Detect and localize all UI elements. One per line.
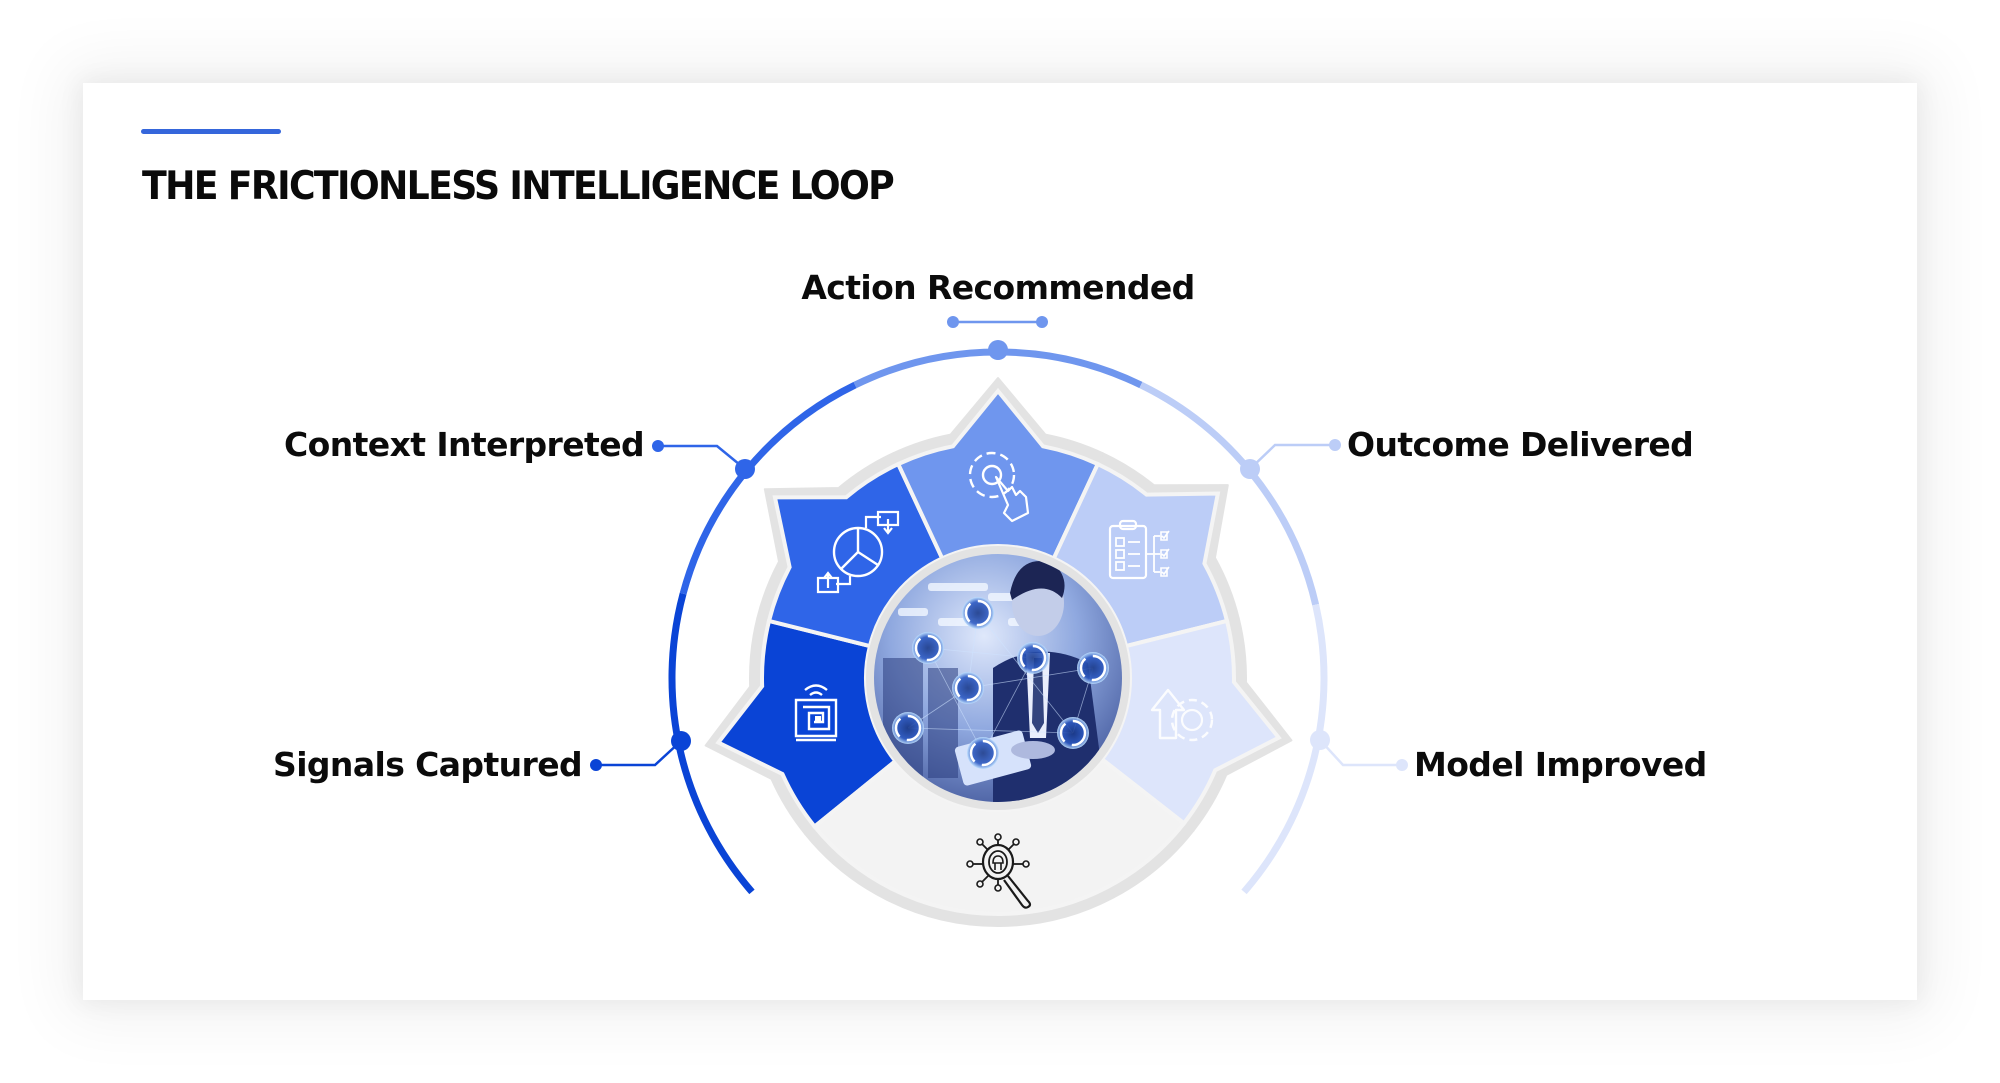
callout-action	[947, 316, 1048, 360]
callout-context	[652, 440, 755, 479]
callout-end-dot	[1329, 439, 1341, 451]
stage-callouts	[590, 316, 1408, 771]
label-action-recommended: Action Recommended	[801, 268, 1195, 307]
arc-node	[1240, 459, 1260, 479]
title-accent-bar	[141, 129, 281, 134]
callout-end-dot	[652, 440, 664, 452]
pie-chart-flow-icon	[816, 510, 900, 594]
label-model-improved: Model Improved	[1414, 745, 1707, 784]
gear-touch-icon	[968, 451, 1030, 523]
segment-icons	[794, 451, 1214, 909]
arrow-up-gear-icon	[1150, 688, 1214, 742]
rfid-signal-icon	[794, 684, 838, 742]
label-context-interpreted: Context Interpreted	[284, 425, 645, 464]
arc-node	[988, 340, 1008, 360]
label-outcome-delivered: Outcome Delivered	[1347, 425, 1694, 464]
outer-arc-model	[1241, 603, 1328, 895]
slide-title: THE FRICTIONLESS INTELLIGENCE LOOP	[142, 164, 895, 209]
center-photo	[866, 546, 1130, 810]
wheel-segments	[715, 387, 1282, 916]
callout-model	[1310, 730, 1408, 771]
arc-node	[671, 731, 691, 751]
data-search-icon	[966, 833, 1032, 909]
outer-arc-signals	[668, 592, 755, 895]
callout-outcome	[1240, 439, 1341, 479]
clipboard-checklist-icon	[1108, 519, 1170, 580]
arc-node	[1310, 730, 1330, 750]
callout-signals	[590, 731, 691, 771]
callout-end-dot	[590, 759, 602, 771]
businessman-photo	[874, 554, 1122, 802]
arc-node	[735, 459, 755, 479]
callout-end-dot	[1396, 759, 1408, 771]
label-signals-captured: Signals Captured	[273, 745, 583, 784]
